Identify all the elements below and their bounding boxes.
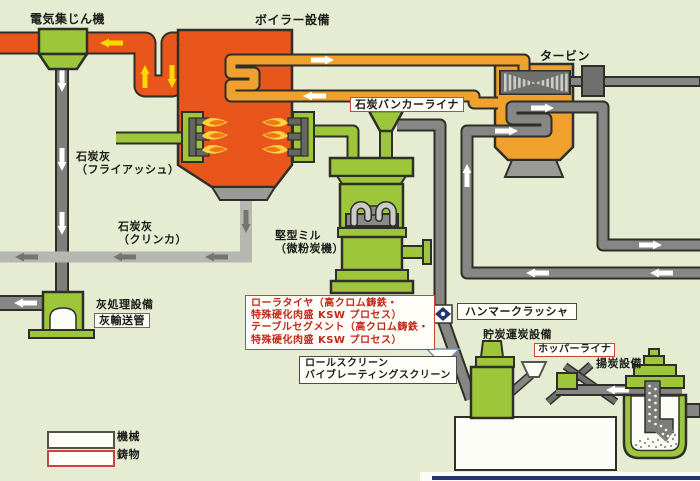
- box-hammer-crusher: ハンマークラッシャ: [457, 303, 577, 321]
- cooling-arrow-up: [462, 164, 472, 187]
- label-ash-plant: 灰処理設備: [96, 298, 154, 311]
- label-precipitator: 電気集じん機: [30, 12, 106, 26]
- turbine-blades: [499, 70, 571, 95]
- ash-container-base: [28, 329, 95, 339]
- fly-ash-arrow-3: [57, 212, 67, 235]
- clinker-arrow-left-1: [15, 252, 38, 262]
- box-coal-bunker-liner: 石炭バンカーライナ: [350, 97, 464, 113]
- label-turbine: タービン: [540, 49, 591, 63]
- boiler-base: [210, 186, 277, 201]
- clinker-pipe: [0, 194, 252, 263]
- burner-right: [262, 111, 360, 163]
- cooling-arrow-right-1: [495, 126, 518, 136]
- bucket-elevator-leg: [644, 380, 674, 434]
- burner-right-manifold: [287, 117, 309, 157]
- coal-yard-building: [454, 416, 617, 471]
- ash-handling-plant: [0, 290, 95, 339]
- coal-silo: [469, 340, 515, 420]
- hopper: [520, 361, 548, 378]
- clinker-arrow-down: [241, 210, 251, 233]
- flue-arrow-up: [140, 65, 150, 88]
- boom-arrow-left: [606, 385, 629, 395]
- burner-right-flames: [262, 118, 288, 154]
- clinker-arrow-left-3: [205, 252, 228, 262]
- turbine-base: [503, 159, 565, 178]
- flue-gas-duct: [0, 31, 199, 98]
- label-clinker: 石炭灰 （クリンカ）: [118, 220, 187, 246]
- mill-outlet-flange: [422, 239, 432, 265]
- burner-left: [116, 111, 228, 163]
- flue-arrow-down: [167, 65, 177, 88]
- ash-container-arch: [49, 307, 77, 331]
- label-fly-ash: 石炭灰 （フライアッシュ）: [76, 150, 180, 176]
- label-boiler: ボイラー設備: [255, 13, 331, 27]
- legend-machine-swatch: [47, 431, 115, 449]
- legend-machine-label: 機械: [117, 430, 140, 443]
- cooling-arrow-left-1: [526, 268, 549, 278]
- generator-shaft: [569, 76, 700, 87]
- generator-box: [581, 65, 605, 97]
- coal-supply: [366, 109, 447, 307]
- vertical-mill: [328, 156, 432, 295]
- legend-casting-swatch: [47, 450, 115, 467]
- cooling-arrow-left-2: [650, 268, 673, 278]
- box-roller-tire: ローラタイヤ（高クロム鋳鉄・ 特殊硬化肉盛 KSW プロセス） テーブルセグメン…: [245, 295, 435, 350]
- boom-conveyor: [520, 361, 682, 406]
- burner-left-flames: [202, 118, 228, 154]
- crusher-conveyor: [425, 304, 478, 402]
- steam-circuit: [224, 53, 531, 110]
- bunker-stem: [379, 130, 393, 161]
- electrostatic-precipitator: [36, 27, 90, 71]
- fly-ash-arrow-2: [57, 148, 67, 171]
- cooling-arrow-right-3: [639, 240, 662, 250]
- flue-arrow-left-1: [100, 38, 123, 48]
- ship-unloader: [622, 348, 700, 460]
- bucket-chain-dots: [648, 384, 670, 438]
- clinker-arrow-left-2: [113, 252, 136, 262]
- label-mill: 堅型ミル （微粉炭機）: [275, 229, 344, 255]
- box-screen: ロールスクリーン バイブレーティングスクリーン: [299, 356, 457, 385]
- fly-ash-arrow-1: [57, 69, 67, 92]
- reheat-arrow-left: [303, 91, 326, 101]
- box-ash-pipe: 灰輸送管: [94, 313, 150, 329]
- coal-pile-dots: [634, 432, 678, 449]
- legend-casting-label: 鋳物: [117, 448, 140, 461]
- generator: [569, 65, 700, 97]
- ash-pipe-arrow-left: [14, 298, 37, 308]
- conveyor-drive-box: [556, 372, 578, 390]
- cooling-water-circuit: [460, 100, 700, 280]
- steam-arrow-right: [311, 55, 334, 65]
- bottom-edge-strip: [420, 472, 700, 481]
- cooling-arrow-right-2: [531, 103, 554, 113]
- mill-outlet-pipe: [401, 245, 426, 259]
- label-unloader: 揚炭設備: [596, 357, 642, 370]
- label-coal-storage: 貯炭運炭設備: [483, 328, 552, 341]
- box-hopper-liner: ホッパーライナ: [534, 343, 616, 358]
